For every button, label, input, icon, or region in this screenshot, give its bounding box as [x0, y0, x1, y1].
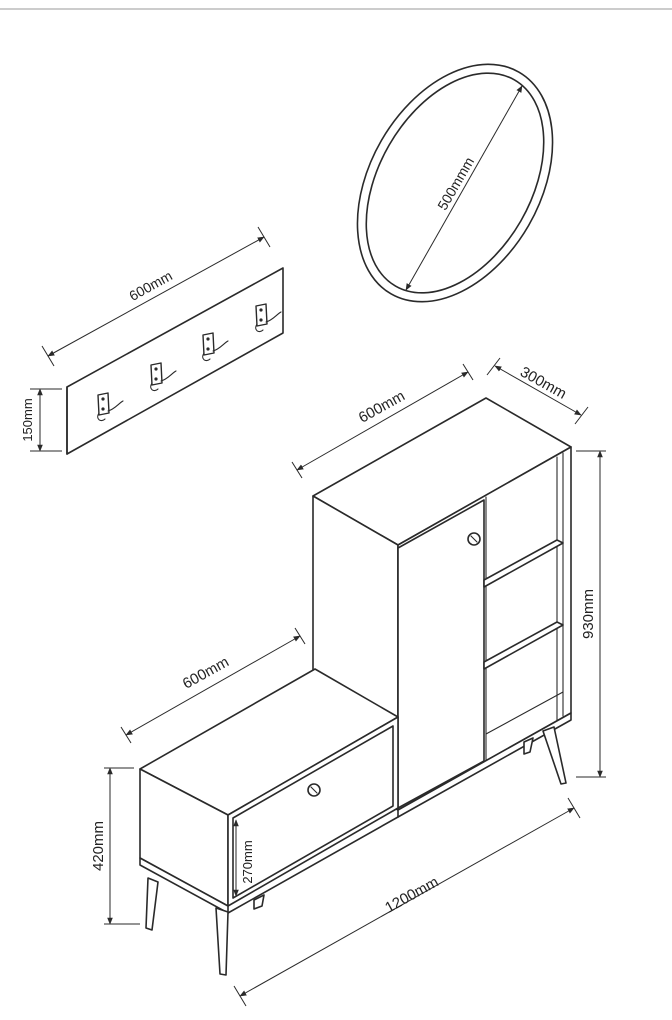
leg-back-right — [542, 726, 567, 785]
bench-drawer-knob — [307, 783, 321, 797]
cabinet-door — [397, 499, 485, 809]
cabinet-height-dimension: 930mm — [576, 450, 606, 778]
hook-rack-height-label: 150mm — [20, 398, 35, 441]
bench-width-label: 600mm — [180, 654, 232, 693]
cabinet-height-label: 930mm — [580, 589, 597, 639]
shoe-bench — [139, 668, 399, 914]
bench-height-dimension: 420mm — [90, 767, 140, 925]
leg-back-mid — [523, 737, 534, 755]
legs — [145, 726, 567, 976]
leg-front-left — [145, 877, 159, 931]
tall-cabinet — [312, 397, 572, 818]
shelf-1 — [483, 539, 564, 588]
hook-2 — [150, 362, 177, 392]
hook-1 — [97, 392, 124, 422]
hook-rack-width-label: 600mm — [126, 267, 175, 304]
shelf-2 — [483, 621, 564, 670]
hook-rack-height-dimension: 150mm — [20, 388, 62, 452]
hook-rack — [66, 267, 284, 455]
cabinet-door-knob — [467, 532, 481, 546]
leg-front-mid — [215, 907, 229, 976]
drawer-height-label: 270mm — [240, 840, 255, 883]
bench-height-label: 420mm — [90, 821, 107, 871]
overall-width-label: 1200mm — [382, 873, 441, 916]
cabinet-width-label: 600mm — [356, 388, 408, 427]
